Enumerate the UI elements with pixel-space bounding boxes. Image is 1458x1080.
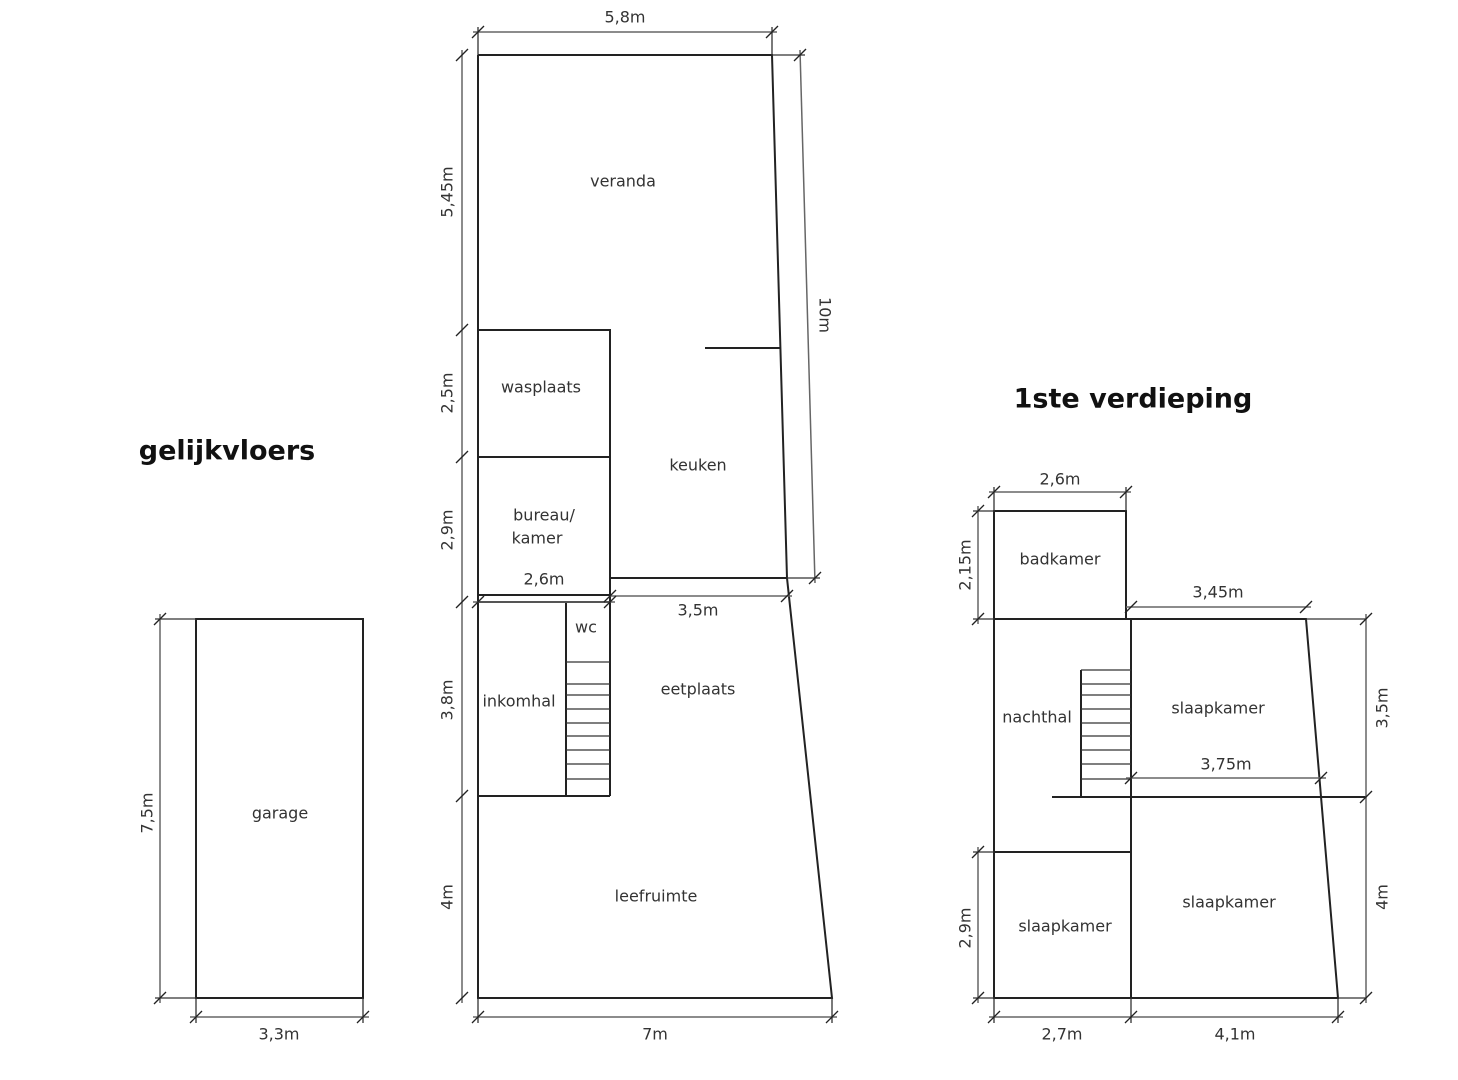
room-label-slaapkamer-2: slaapkamer bbox=[1182, 893, 1276, 912]
dimension-tick bbox=[971, 845, 985, 859]
dim-badkamer-width: 2,6m bbox=[1039, 470, 1080, 489]
dimension-tick bbox=[793, 48, 807, 62]
dim-bottom-right: 4,1m bbox=[1214, 1025, 1255, 1044]
room-label-bureau: bureau/ bbox=[513, 506, 575, 525]
dim-bureau-width: 2,6m bbox=[523, 570, 564, 589]
dimension-tick bbox=[455, 595, 469, 609]
dimension-tick bbox=[455, 991, 469, 1005]
dimension-tick bbox=[455, 789, 469, 803]
room-label-slaapkamer-3: slaapkamer bbox=[1018, 917, 1112, 936]
dim-wasplaats: 2,5m bbox=[438, 372, 457, 413]
room-label-veranda: veranda bbox=[590, 172, 656, 191]
ground-floor-plan: veranda wasplaats keuken bureau/ kamer w… bbox=[438, 8, 837, 1044]
room-label-inkomhal: inkomhal bbox=[482, 692, 555, 711]
ground-outline bbox=[477, 54, 834, 999]
garage-outline bbox=[195, 618, 364, 999]
dimension-tick bbox=[987, 1010, 1001, 1024]
dim-top: 5,8m bbox=[604, 8, 645, 27]
heading-ground-floor: gelijkvloers bbox=[139, 436, 315, 467]
dim-slaapkamer2-width: 3,75m bbox=[1200, 755, 1251, 774]
dimension-tick bbox=[1124, 600, 1138, 614]
dimension-tick bbox=[971, 504, 985, 518]
dim-left-lower: 2,9m bbox=[956, 907, 975, 948]
wall-badkamer bbox=[993, 510, 1127, 619]
dimension-tick bbox=[1314, 771, 1328, 785]
dimension-tick bbox=[1359, 790, 1373, 804]
dimension-tick bbox=[603, 589, 617, 603]
first-outline bbox=[993, 618, 1340, 999]
dim-bureau: 2,9m bbox=[438, 509, 457, 550]
room-label-eetplaats: eetplaats bbox=[661, 680, 736, 699]
dimension-tick bbox=[1331, 1010, 1345, 1024]
dim-slaapkamer1-width: 3,45m bbox=[1192, 583, 1243, 602]
room-label-keuken: keuken bbox=[669, 456, 726, 475]
room-label-wc: wc bbox=[575, 618, 597, 637]
dim-bottom: 7m bbox=[642, 1025, 668, 1044]
dimension-tick bbox=[455, 323, 469, 337]
stairs bbox=[566, 661, 610, 780]
room-label-garage: garage bbox=[252, 804, 308, 823]
dimension-tick bbox=[153, 612, 167, 626]
room-label-nachthal: nachthal bbox=[1002, 708, 1072, 727]
dim-garage-width: 3,3m bbox=[258, 1025, 299, 1044]
dimension-tick bbox=[471, 1010, 485, 1024]
dim-garage-height: 7,5m bbox=[138, 792, 157, 833]
room-label-wasplaats: wasplaats bbox=[501, 378, 581, 397]
first-floor-plan: badkamer nachthal slaapkamer slaapkamer … bbox=[956, 470, 1392, 1044]
dimension-tick bbox=[455, 48, 469, 62]
dimension-tick bbox=[356, 1010, 370, 1024]
dimension-tick bbox=[971, 991, 985, 1005]
room-label-badkamer: badkamer bbox=[1020, 550, 1101, 569]
dimension-tick bbox=[1124, 1010, 1138, 1024]
dim-bottom-left: 2,7m bbox=[1041, 1025, 1082, 1044]
dimension-tick bbox=[765, 25, 779, 39]
dim-veranda: 5,45m bbox=[438, 166, 457, 217]
dimension-tick bbox=[825, 1010, 839, 1024]
stairs bbox=[1081, 669, 1131, 780]
dim-right: 10m bbox=[816, 297, 835, 333]
dim-badkamer-height: 2,15m bbox=[956, 539, 975, 590]
dimension-tick bbox=[153, 991, 167, 1005]
dim-inkomhal: 3,8m bbox=[438, 679, 457, 720]
dim-right-lower: 4m bbox=[1373, 884, 1392, 910]
heading-first-floor: 1ste verdieping bbox=[1014, 384, 1253, 415]
dimension-tick bbox=[1359, 991, 1373, 1005]
dimension-tick bbox=[471, 595, 485, 609]
garage-plan: garage 7,5m 3,3m bbox=[138, 614, 369, 1044]
dimension-tick bbox=[971, 612, 985, 626]
dim-keuken-width: 3,5m bbox=[677, 601, 718, 620]
dimension-tick bbox=[603, 595, 617, 609]
room-label-leefruimte: leefruimte bbox=[615, 887, 698, 906]
dimension-tick bbox=[1299, 600, 1313, 614]
wall-bureau bbox=[477, 456, 611, 596]
dimension-tick bbox=[987, 485, 1001, 499]
room-label-slaapkamer-1: slaapkamer bbox=[1171, 699, 1265, 718]
dim-leefruimte: 4m bbox=[438, 884, 457, 910]
room-label-kamer: kamer bbox=[512, 529, 563, 548]
dimension-tick bbox=[189, 1010, 203, 1024]
dimension-tick bbox=[1359, 612, 1373, 626]
dimension-tick bbox=[471, 25, 485, 39]
dimension-tick bbox=[455, 450, 469, 464]
dimension-tick bbox=[1124, 771, 1138, 785]
dimension-tick bbox=[1119, 485, 1133, 499]
dimension-ticks bbox=[153, 25, 1373, 1024]
dim-right-upper: 3,5m bbox=[1373, 687, 1392, 728]
dimension-tick bbox=[780, 589, 794, 603]
dimension-tick bbox=[808, 571, 822, 585]
